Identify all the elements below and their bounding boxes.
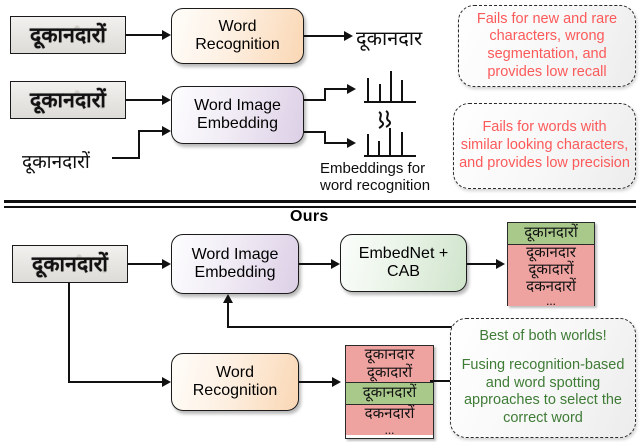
box-word-recognition-ours[interactable]: Word Recognition [171, 353, 299, 411]
final-ranked-list[interactable]: दूकानदारों दूकानदार दूकादारों दकनदारों .… [507, 222, 595, 309]
word-image-text: दूकानदारों [30, 88, 106, 112]
arrow-embedding-to-spike1 [347, 84, 356, 94]
callout-embedding-failure: Fails for words with similar looking cha… [453, 103, 636, 189]
section-divider [4, 200, 636, 203]
arrow-feedback-to-embedding [222, 294, 233, 303]
list-item-text: दकनदारों [526, 279, 576, 295]
connector-recognition-to-output [304, 34, 346, 38]
word-image-ours-input: दूकानदारों [12, 245, 128, 283]
box-embednet-cab[interactable]: EmbedNet + CAB [340, 234, 467, 292]
connector-img1-to-recognition [126, 33, 164, 37]
connector-oursimg-to-embedding [128, 262, 164, 266]
box-word-recognition-top[interactable]: Word Recognition [171, 8, 304, 64]
section-divider-secondary [4, 206, 636, 208]
word-image-embedding-input: दूकानदारों [10, 81, 126, 119]
arrow-img1-to-recognition [162, 29, 171, 40]
arrow-embedding-to-embednet [331, 258, 340, 269]
box-embednet-cab-label: EmbedNet + CAB [358, 245, 449, 280]
similarity-squiggle-icon [378, 110, 392, 129]
recognition-ranked-list[interactable]: दूकानदार दूकादारों दूकानदारों दकनदारों .… [345, 345, 434, 439]
box-word-image-embedding-top-label: Word Image Embedding [194, 97, 281, 132]
arrow-oursimg-to-embedding [162, 258, 171, 269]
callout-recognition-failure-text: Fails for new and rare characters, wrong… [476, 10, 618, 80]
arrow-img2-to-embedding [162, 94, 171, 105]
list-item-text: ... [384, 421, 395, 437]
callout-recognition-failure: Fails for new and rare characters, wrong… [458, 5, 636, 87]
callout-ours-benefit-heading: Best of both worlds! [479, 328, 607, 345]
list-item[interactable]: दकनदारों [346, 405, 433, 424]
connector-query-to-embedding [137, 129, 165, 132]
callout-ours-benefit: Best of both worlds! Fusing recognition-… [450, 318, 636, 438]
connector-embedding-elbow-lower [323, 131, 326, 143]
list-item[interactable]: दूकादारों [346, 364, 433, 383]
arrow-query-to-embedding [162, 126, 171, 136]
list-item[interactable]: ... [346, 421, 433, 437]
arrow-recognition-to-list [332, 377, 341, 387]
embedding-caption-line1: Embeddings for [320, 160, 426, 177]
word-image-text: दूकानदारों [32, 252, 108, 276]
arrow-recognition-to-output [344, 30, 353, 41]
connector-query-vertical [137, 130, 140, 158]
connector-embedding-out-upper [304, 98, 326, 102]
query-text-label: दूकानदारों [22, 152, 90, 173]
connector-feedback-horizontal [227, 326, 467, 329]
embedding-spike-plot-1 [364, 71, 416, 103]
connector-embednet-to-final-list [467, 262, 499, 266]
arrow-oursimg-to-recognition [162, 377, 171, 387]
connector-feedback-from-list [430, 380, 468, 383]
list-item[interactable]: दूकानदारों [508, 223, 594, 245]
connector-query-horizontal [112, 156, 140, 159]
box-word-recognition-ours-label: Word Recognition [192, 364, 278, 399]
connector-embedding-elbow-upper [323, 88, 326, 100]
box-word-image-embedding-ours-label: Word Image Embedding [191, 246, 279, 281]
connector-embedding-to-spike1 [323, 87, 350, 90]
list-item[interactable]: दूकानदारों [346, 383, 433, 405]
word-image-recognition-input: दूकानदारों [10, 16, 126, 54]
box-word-image-embedding-ours[interactable]: Word Image Embedding [171, 234, 299, 294]
connector-oursimg-to-recognition [67, 381, 165, 384]
arrow-embedding-to-spike2 [347, 138, 356, 148]
list-item-text: दूकानदारों [524, 225, 578, 241]
list-item-text: दकनदारों [364, 406, 415, 422]
recognition-output-text: दूकानदार [356, 28, 423, 50]
list-item-text: दूकादारों [528, 262, 574, 278]
connector-embedding-to-spike2 [323, 141, 350, 144]
connector-recognition-to-list [299, 381, 335, 384]
connector-embedding-to-embednet [299, 262, 333, 266]
list-item[interactable]: दूकादारों [508, 262, 594, 279]
embedding-caption-line2: word recognition [320, 177, 431, 195]
list-item[interactable]: दूकानदार [346, 346, 433, 364]
list-item[interactable]: दकनदारों [508, 279, 594, 296]
section-label-ours: Ours [290, 208, 329, 225]
list-item[interactable]: ... [508, 293, 594, 309]
list-item-text: दूकानदार [364, 346, 415, 363]
list-item-text: दूकानदारों [362, 385, 417, 401]
callout-ours-benefit-text: Best of both worlds! Fusing recognition-… [461, 328, 625, 427]
connector-feedback-vertical-left [227, 302, 230, 327]
list-item[interactable]: दूकानदार [508, 245, 594, 262]
list-item-text: दूकानदार [526, 245, 576, 261]
embedding-caption: Embeddings for word recognition [320, 160, 430, 195]
connector-img2-to-embedding [126, 98, 164, 102]
connector-oursimg-down [67, 283, 70, 382]
list-item-text: दूकादारों [366, 364, 413, 381]
box-word-image-embedding-top[interactable]: Word Image Embedding [171, 86, 304, 144]
list-item-text: ... [546, 293, 556, 309]
embedding-spike-plot-2 [364, 128, 416, 157]
connector-embedding-out-lower [304, 130, 326, 134]
arrow-embednet-to-final-list [496, 258, 505, 269]
callout-embedding-failure-text: Fails for words with similar looking cha… [459, 119, 630, 171]
box-word-recognition-top-label: Word Recognition [195, 18, 280, 53]
word-image-text: दूकानदारों [30, 23, 106, 47]
